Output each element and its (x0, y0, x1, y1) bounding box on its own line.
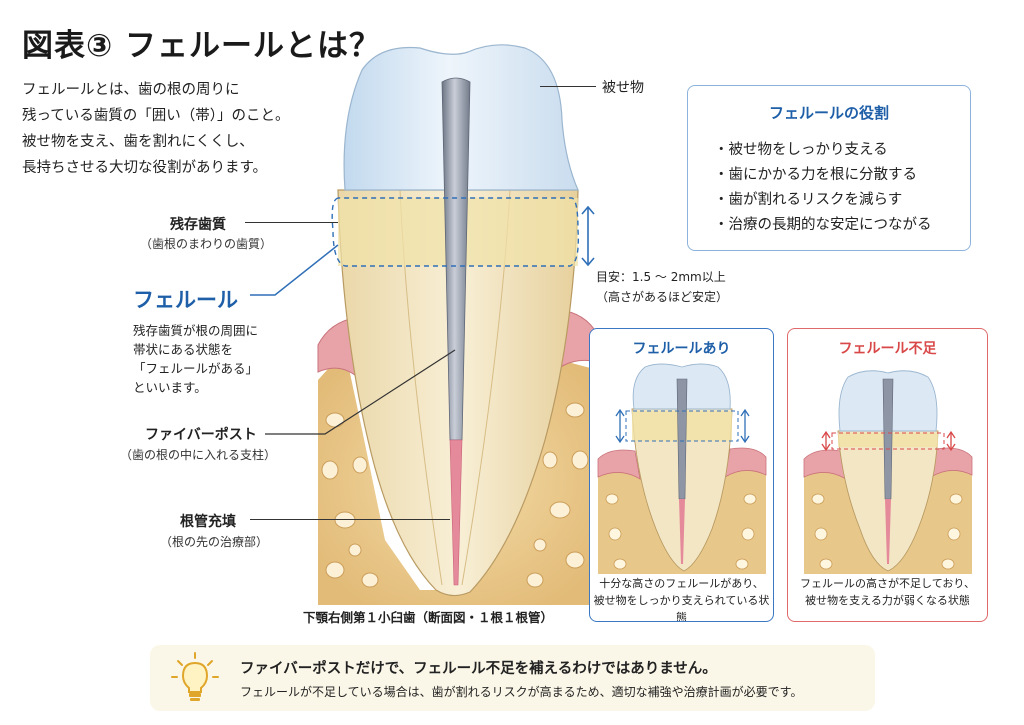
panel-ng-caption-1: フェルールの高さが不足しており、 (800, 577, 975, 590)
role-item: ・歯が割れるリスクを減らす (714, 192, 903, 208)
filling-leader (250, 519, 450, 520)
fiber-post-sublabel: （歯の根の中に入れる支柱） (120, 448, 277, 462)
note-body: フェルールが不足している場合は、歯が割れるリスクが高まるため、適切な補強や治療計… (240, 685, 803, 699)
ferrule-term: フェルール (133, 288, 238, 312)
crown-label: 被せ物 (602, 80, 644, 96)
residual-tooth-label: 残存歯質 (170, 217, 226, 233)
fiber-post-leader (265, 349, 456, 435)
root-canal-filling-sublabel: （根の先の治療部） (160, 535, 269, 549)
panel-ok-caption-1: 十分な高さのフェルールがあり、 (599, 577, 764, 590)
ferrule-desc-4: といいます。 (133, 380, 207, 395)
lightbulb-icon (171, 652, 219, 701)
role-item: ・歯にかかる力を根に分散する (714, 167, 917, 183)
root-canal-filling (449, 439, 463, 586)
root-canal-filling-label: 根管充填 (180, 514, 236, 530)
role-box-title: フェルールの役割 (768, 104, 889, 122)
residual-leader (245, 222, 338, 223)
panel-ferrule-insufficient: フェルール不足 フェルールの高さが不足しており、 被せ物を支える力が弱くなる状態 (787, 328, 988, 622)
crown-leader (540, 86, 596, 87)
intro-line-2: 残っている歯質の「囲い（帯）」のこと。 (22, 108, 290, 124)
guide-note: （高さがあるほど安定） (596, 290, 729, 304)
panel-ok-illustration (597, 363, 767, 574)
intro-line-3: 被せ物を支え、歯を割れにくくし、 (22, 134, 254, 150)
intro-line-4: 長持ちさせる大切な役割があります。 (22, 160, 268, 176)
note-headline: ファイバーポストだけで、フェルール不足を補えるわけではありません。 (240, 661, 717, 677)
panel-ok-caption-2: 被せ物をしっかり支えられている状態 (593, 594, 770, 622)
fiber-post (441, 77, 471, 441)
panel-ng-illustration (803, 370, 973, 574)
panel-ng-title: フェルール不足 (838, 341, 937, 357)
intro-line-1: フェルールとは、歯の根の周りに (22, 82, 240, 98)
ferrule-leader (250, 244, 339, 296)
ferrule-desc-2: 帯状にある状態を (133, 342, 234, 357)
tooth-cross-section (317, 44, 599, 605)
ferrule-desc-3: 「フェルールがある」 (133, 361, 259, 376)
tooth-caption: 下顎右側第１小臼歯（断面図・１根１根管） (303, 610, 554, 625)
note-box: ファイバーポストだけで、フェルール不足を補えるわけではありません。 フェルールが… (150, 645, 875, 711)
page-title: 図表③ フェルールとは？ (22, 28, 382, 64)
panel-ng-caption-2: 被せ物を支える力が弱くなる状態 (805, 594, 970, 607)
ferrule-desc-1: 残存歯質が根の周囲に (133, 323, 259, 338)
panel-ferrule-present: フェルールあり 十分な高さのフェルールがあり、 被せ物をしっかり支えられている状… (589, 328, 774, 622)
panel-ok-title: フェルールあり (632, 341, 731, 357)
ferrule-role-box: フェルールの役割 ・被せ物をしっかり支える ・歯にかかる力を根に分散する ・歯が… (687, 85, 971, 251)
guide-height: 目安：1.5 ～ 2mm以上 (596, 270, 726, 284)
ferrule-height-arrow (581, 205, 595, 267)
role-item: ・治療の長期的な安定につながる (714, 217, 932, 233)
fiber-post-label: ファイバーポスト (145, 427, 257, 443)
role-item: ・被せ物をしっかり支える (714, 142, 888, 158)
residual-tooth-sublabel: （歯根のまわりの歯質） (140, 237, 273, 251)
